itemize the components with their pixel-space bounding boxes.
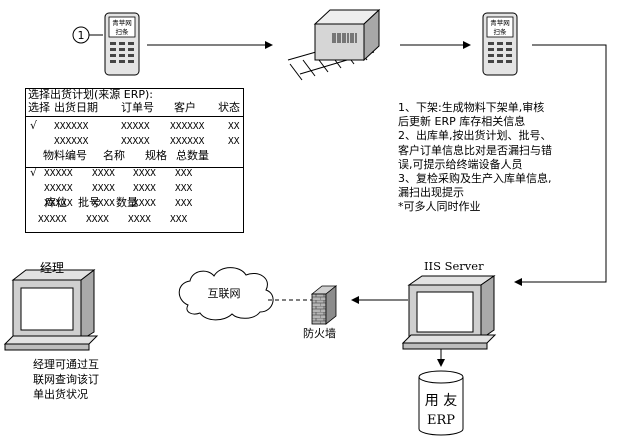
internet-cloud-icon — [178, 267, 274, 321]
plan-row-status: XX — [228, 136, 240, 147]
item-header-qty: 总数量 — [176, 149, 209, 162]
handheld-terminal-icon: 青苹网 扫条 — [482, 12, 518, 76]
item-row-code: XXXXX — [44, 168, 73, 179]
item-row-qty: XXX — [175, 168, 193, 179]
manager-caption-line: 单出货状况 — [33, 388, 88, 401]
item-row-qty: XXX — [175, 198, 193, 209]
database-line-2: ERP — [427, 413, 455, 428]
plan-row-order: XXXXX — [121, 121, 150, 132]
loc-header-location: 库位 — [45, 196, 67, 209]
iis-server-icon — [401, 275, 497, 350]
header-order: 订单号 — [121, 101, 154, 114]
manager-title: 经理 — [40, 261, 65, 275]
firewall-label: 防火墙 — [303, 327, 336, 340]
process-notes: 1、下架:生成物料下架单,审核 后更新 ERP 库存相关信息 2、出库单,按出货… — [398, 101, 598, 215]
item-row-spec: XXXX — [133, 168, 156, 179]
note-line: 漏扫出现提示 — [398, 186, 464, 200]
loc-row-location: XXXXX — [38, 214, 67, 225]
item-row-code: XXXXX — [44, 198, 73, 209]
note-line: 3、复检采购及生产入库单信息, — [398, 172, 552, 186]
plan-row-customer: XXXXXX — [170, 121, 205, 132]
item-row-name: XXXX — [92, 168, 115, 179]
panel-divider — [26, 167, 243, 168]
item-row-check[interactable]: √ — [30, 166, 38, 179]
manager-caption-line: 联网查询该订 — [33, 373, 99, 386]
firewall-icon — [310, 285, 338, 325]
plan-row-order: XXXXX — [121, 136, 150, 147]
item-header-spec: 规格 — [145, 149, 167, 162]
item-row-qty: XXX — [175, 183, 193, 194]
handheld-screen-line-2: 扫条 — [494, 27, 508, 36]
plan-row-date: XXXXXX — [54, 136, 89, 147]
header-select: 选择 — [28, 101, 50, 114]
note-line: 2、出库单,按出货计划、批号、 — [398, 129, 552, 143]
manager-caption-line: 经理可通过互 — [33, 358, 99, 371]
manager-computer-icon — [3, 268, 99, 351]
loc-header-batch: 批号 — [78, 196, 100, 209]
header-customer: 客户 — [174, 101, 196, 114]
shipment-plan-panel — [25, 88, 244, 233]
panel-title: 选择出货计划(来源 ERP): — [28, 88, 154, 101]
handheld-screen-line-1: 青苹网 — [112, 18, 132, 27]
loc-header-qty: 数量 — [116, 196, 138, 209]
note-line: *可多人同时作业 — [398, 200, 481, 214]
header-status: 状态 — [218, 101, 240, 114]
item-header-name: 名称 — [103, 149, 125, 162]
flow-arrow-3 — [514, 44, 607, 286]
loc-row-qty: XXXX — [128, 214, 151, 225]
database-line-1: 用 友 — [425, 393, 457, 409]
plan-row-status: XX — [228, 121, 240, 132]
plan-row-customer: XXXXXX — [170, 136, 205, 147]
internet-label: 互联网 — [208, 287, 241, 300]
conveyor-box-icon — [287, 8, 381, 81]
server-label: IIS Server — [424, 259, 484, 273]
item-row-spec: XXXX — [133, 183, 156, 194]
item-header-code: 物料编号 — [43, 149, 87, 162]
step-marker: 1 — [72, 26, 90, 44]
handheld-terminal-icon: 青苹网 扫条 — [104, 12, 140, 76]
erp-database-icon — [418, 370, 464, 436]
plan-row-date: XXXXXX — [54, 121, 89, 132]
item-row-name: XXXX — [92, 198, 115, 209]
handheld-screen-line-2: 扫条 — [116, 27, 130, 36]
handheld-screen-line-1: 青苹网 — [490, 18, 510, 27]
plan-row-check[interactable]: √ — [30, 119, 38, 132]
item-row-code: XXXXX — [44, 183, 73, 194]
panel-divider — [26, 116, 243, 117]
note-line: 1、下架:生成物料下架单,审核 — [398, 101, 545, 114]
header-date: 出货日期 — [54, 101, 98, 114]
note-line: 误,可提示给终端设备人员 — [398, 157, 523, 171]
loc-row-extra: XXX — [170, 214, 188, 225]
step-marker-number: 1 — [78, 29, 85, 42]
loc-row-batch: XXXX — [86, 214, 109, 225]
item-row-name: XXXX — [92, 183, 115, 194]
note-line: 后更新 ERP 库存相关信息 — [398, 115, 526, 129]
item-row-spec: XXXX — [133, 198, 156, 209]
note-line: 客户订单信息比对是否漏扫与错 — [398, 143, 552, 157]
